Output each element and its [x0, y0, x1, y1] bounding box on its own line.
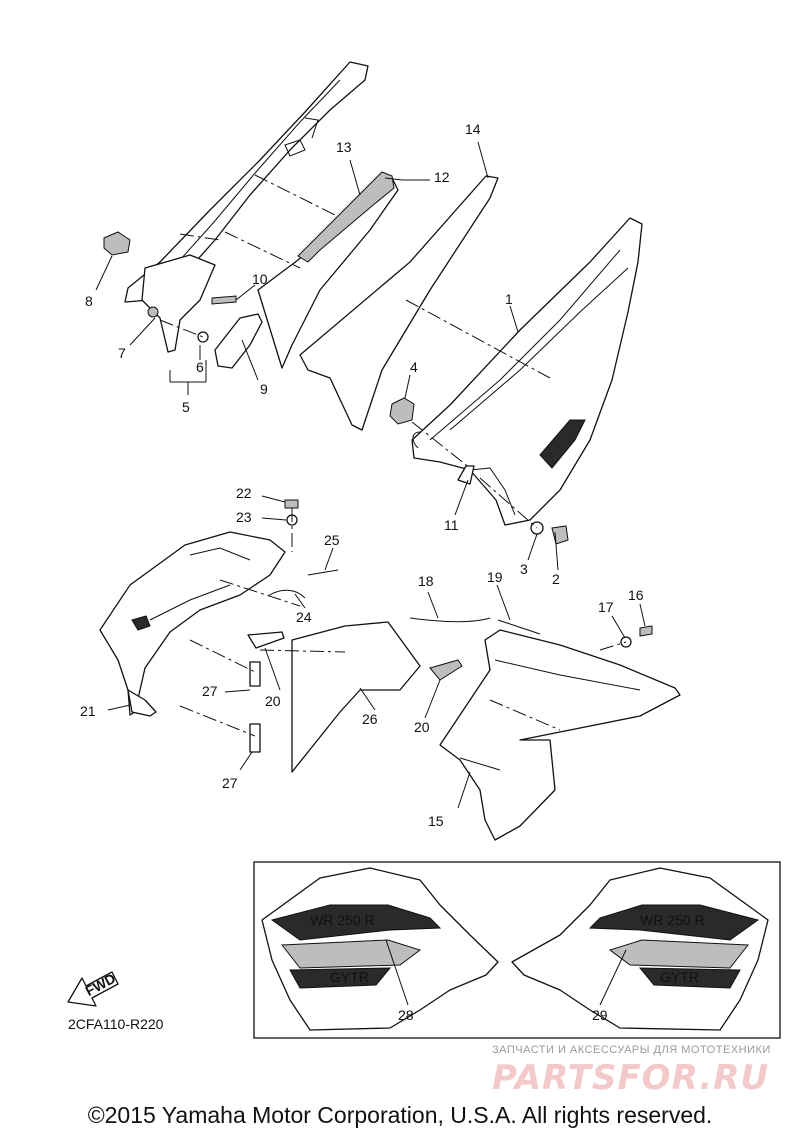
- upper-assembly-lines: [159, 174, 551, 529]
- bracket-part-9: [214, 313, 263, 369]
- callout-26: 26: [362, 711, 378, 727]
- grommet-part-11: [457, 465, 475, 485]
- decal-right-part-29: WR 250 R GYTR: [511, 867, 769, 1031]
- watermark-tagline: ЗАПЧАСТИ И АКСЕССУАРЫ ДЛЯ МОТОТЕХНИКИ: [492, 1044, 771, 1056]
- callout-22: 22: [236, 485, 252, 501]
- copyright-notice: ©2015 Yamaha Motor Corporation, U.S.A. A…: [87, 1102, 713, 1128]
- tape-part-27b: [249, 723, 261, 753]
- callout-2: 2: [552, 571, 560, 587]
- callout-6: 6: [196, 359, 204, 375]
- lower-assembly-lines: [179, 508, 627, 737]
- callout-8: 8: [85, 293, 93, 309]
- diagram-code: 2CFA110-R220: [68, 1016, 164, 1032]
- callout-4: 4: [410, 359, 418, 375]
- band-part-25: [307, 569, 339, 576]
- callout-14: 14: [465, 121, 481, 137]
- nut-clip-part-8: [103, 231, 131, 256]
- decal-model-text-left: WR 250 R: [310, 912, 375, 928]
- callout-23: 23: [236, 509, 252, 525]
- callout-29: 29: [592, 1007, 608, 1023]
- fwd-arrow-icon: FWD: [67, 970, 119, 1007]
- strip-part-18: [409, 617, 491, 623]
- callout-12: 12: [434, 169, 450, 185]
- decal-model-text-right: WR 250 R: [640, 912, 705, 928]
- collar-part-6: [197, 331, 209, 343]
- leader-lines: [95, 141, 646, 1006]
- callout-15: 15: [428, 813, 444, 829]
- callout-11: 11: [444, 517, 459, 533]
- decal-left-part-28: WR 250 R GYTR: [261, 867, 499, 1031]
- trim-part-20a: [247, 631, 285, 649]
- left-side-cover-part: [124, 61, 369, 353]
- right-shroud-part-15: [439, 629, 681, 841]
- watermark-logo: PARTSFOR.RU: [492, 1058, 770, 1098]
- right-side-cover-part-1: [411, 217, 643, 526]
- bolt-part-10: [211, 295, 237, 305]
- callout-19: 19: [487, 569, 503, 585]
- callout-5: 5: [182, 399, 190, 415]
- trim-part-20b: [429, 659, 463, 681]
- callout-16: 16: [628, 587, 644, 603]
- callout-10: 10: [252, 271, 268, 287]
- callout-27a: 27: [202, 683, 218, 699]
- callout-1: 1: [505, 291, 513, 307]
- decal-panel-part-26: [291, 621, 421, 773]
- callout-13: 13: [336, 139, 352, 155]
- upper-fasteners: [103, 231, 569, 545]
- decal-brand-text-left: GYTR: [330, 969, 369, 985]
- callout-3: 3: [520, 561, 528, 577]
- fwd-arrow-label: FWD: [82, 970, 118, 999]
- left-shroud-part-21: [99, 531, 286, 717]
- callout-25: 25: [324, 532, 340, 548]
- bolt-part-16: [639, 625, 653, 637]
- callout-28: 28: [398, 1007, 414, 1023]
- callout-21: 21: [80, 703, 96, 719]
- callout-27b: 27: [222, 775, 238, 791]
- callout-9: 9: [260, 381, 268, 397]
- decal-brand-text-right: GYTR: [660, 969, 699, 985]
- panel-sheet-part-14: [299, 175, 499, 431]
- side-panel-part-12: [257, 171, 399, 369]
- bolt-part-22: [284, 499, 299, 509]
- bolt-part-7: [147, 306, 159, 318]
- callout-labels: 1 2 3 4 5 6 7 8 9 10 11 12 13 14 15 16 1…: [80, 121, 644, 1023]
- callout-18: 18: [418, 573, 434, 589]
- callout-7: 7: [118, 345, 126, 361]
- callout-24: 24: [296, 609, 312, 625]
- bolt-part-2: [551, 525, 569, 545]
- nut-clip-part-4: [389, 397, 415, 425]
- callout-20b: 20: [414, 719, 430, 735]
- band-part-24: [267, 589, 306, 599]
- callout-17: 17: [598, 599, 614, 615]
- callout-20a: 20: [265, 693, 281, 709]
- strip-part-19: [497, 619, 541, 635]
- tape-part-27a: [249, 661, 261, 687]
